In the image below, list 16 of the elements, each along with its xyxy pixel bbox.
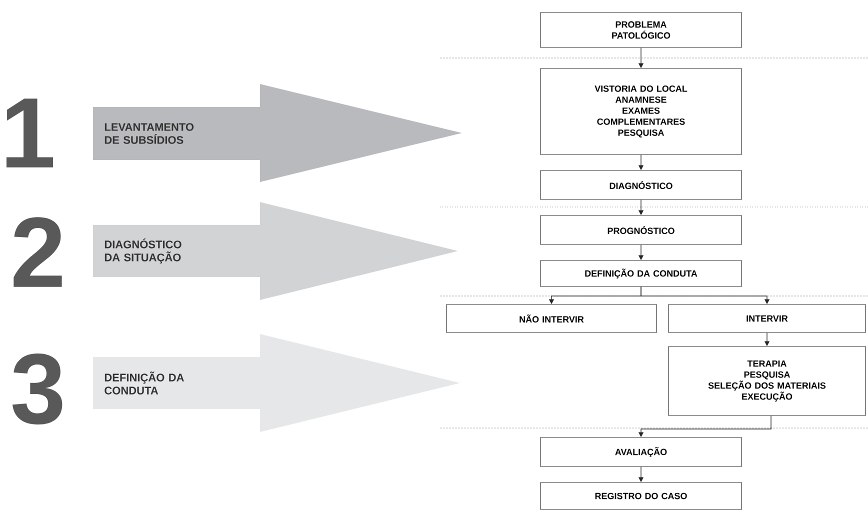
process-box: NÃO INTERVIR <box>446 304 657 333</box>
process-box: PROGNÓSTICO <box>540 215 742 245</box>
stage-banner: DEFINIÇÃO DA CONDUTA <box>93 334 460 432</box>
stage-banner: LEVANTAMENTO DE SUBSÍDIOS <box>93 84 462 182</box>
step-number: 2 <box>14 217 62 287</box>
process-box: INTERVIR <box>668 304 866 333</box>
process-box: PROBLEMA PATOLÓGICO <box>540 12 742 48</box>
process-box: REGISTRO DO CASO <box>540 482 742 510</box>
stage-banner: DIAGNÓSTICO DA SITUAÇÃO <box>93 202 458 300</box>
step-number: 1 <box>6 98 54 168</box>
process-box: TERAPIA PESQUISA SELEÇÃO DOS MATERIAIS EXECUÇÃO <box>668 346 866 416</box>
process-box: DEFINIÇÃO DA CONDUTA <box>540 260 742 287</box>
process-box: AVALIAÇÃO <box>540 437 742 467</box>
step-number: 3 <box>12 354 62 424</box>
process-box: DIAGNÓSTICO <box>540 170 742 200</box>
process-box: VISTORIA DO LOCAL ANAMNESE EXAMES COMPLEMENTARES PESQUISA <box>540 68 742 155</box>
